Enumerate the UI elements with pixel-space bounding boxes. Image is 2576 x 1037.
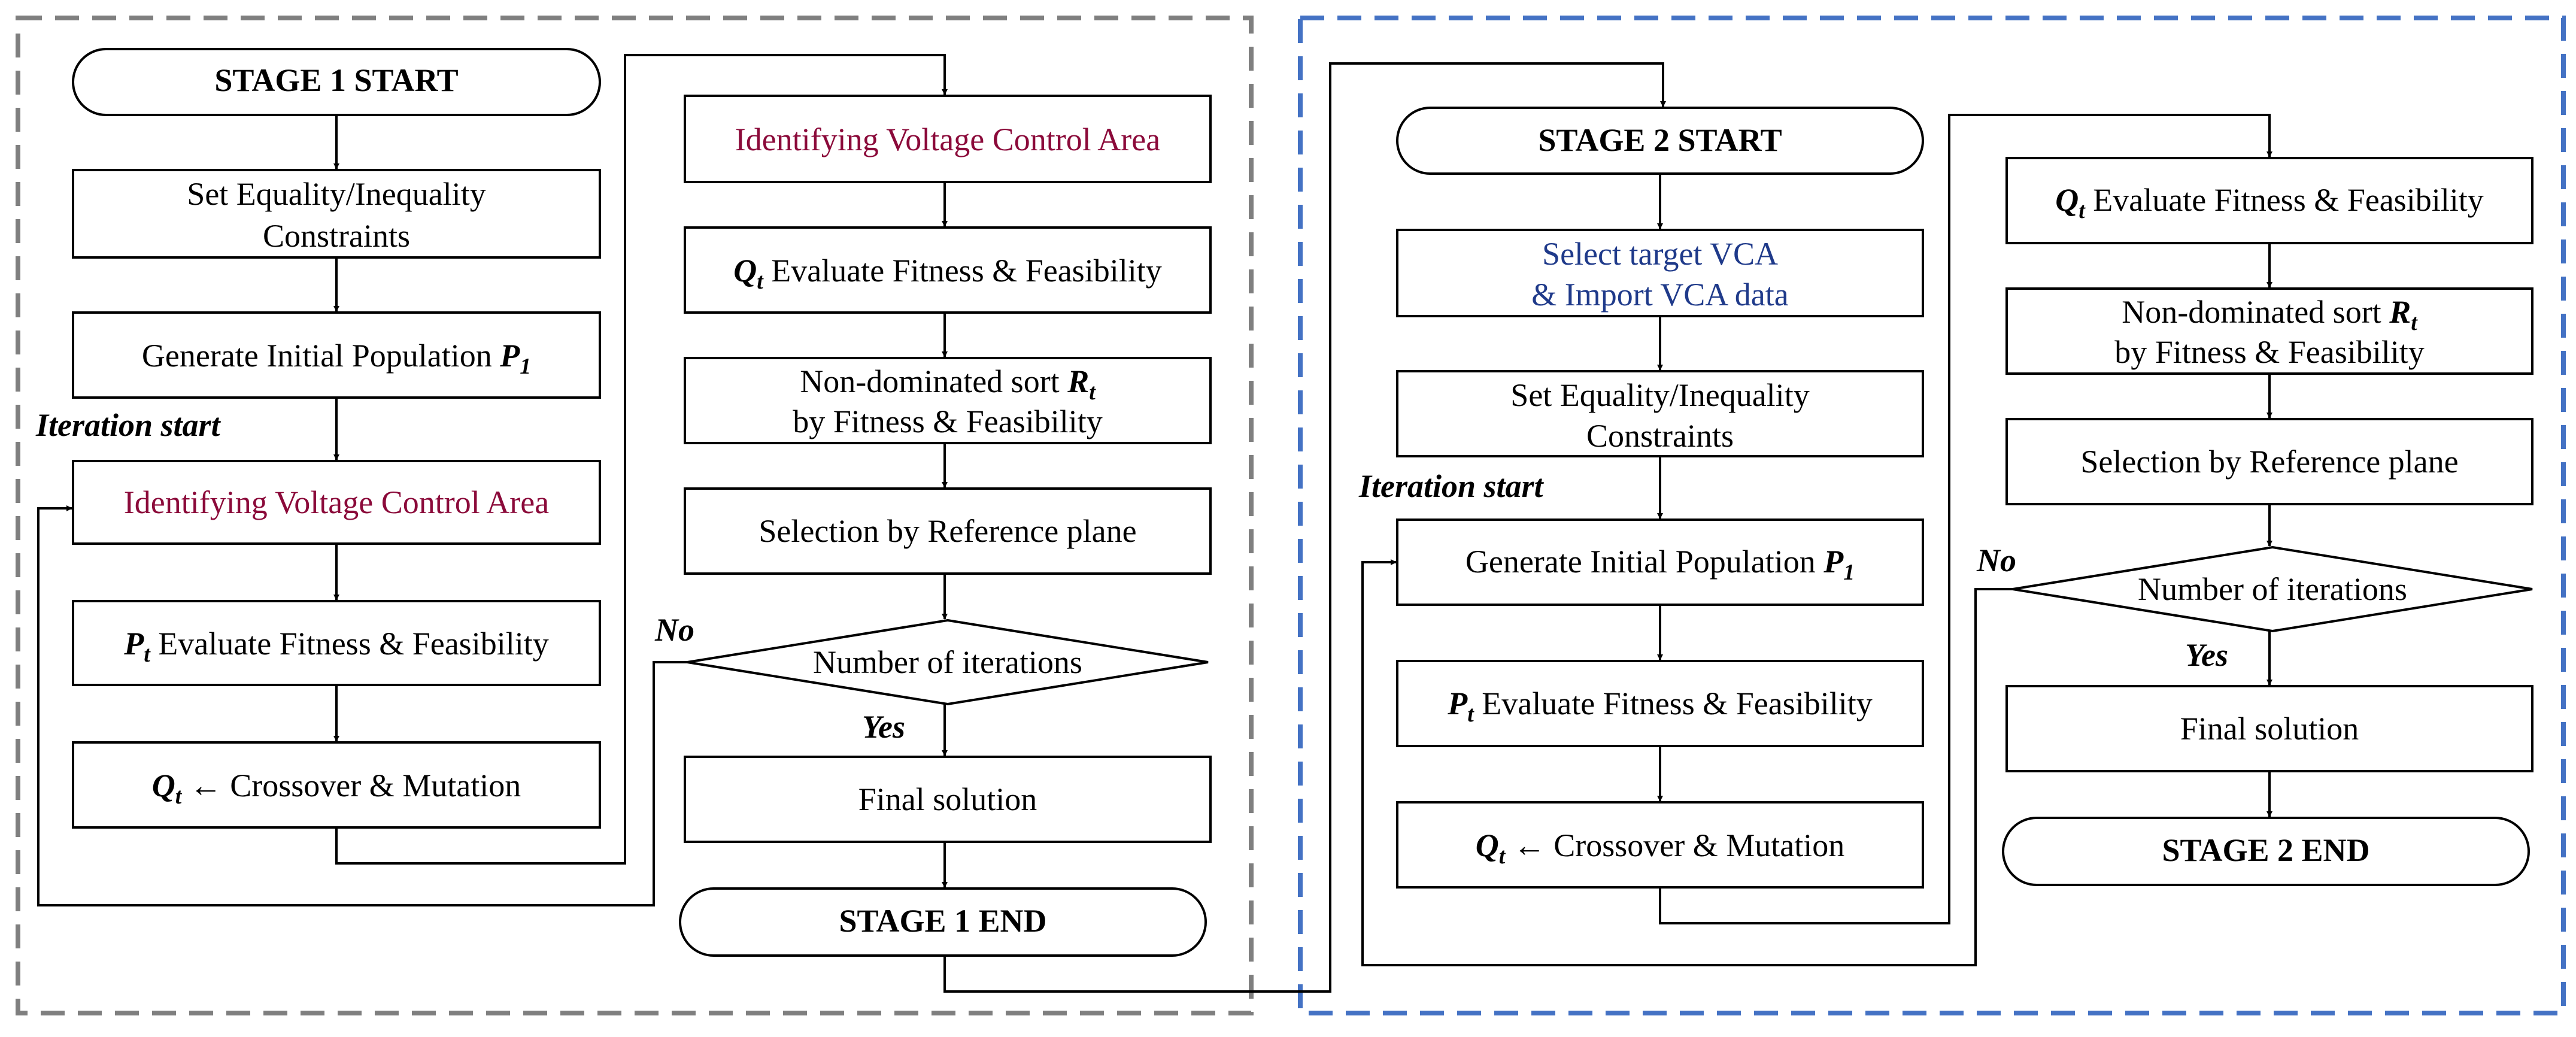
stage2-decision-label: Number of iterations: [2138, 571, 2407, 607]
stage1-set-constraints-box: [72, 169, 601, 259]
stage2-qt-evaluate-box: [2005, 157, 2533, 244]
stage2-set-constraints-box: [1396, 370, 1924, 457]
stage1-identify-vca-left-box: [72, 460, 601, 545]
stage1-identify-vca-right-box: [684, 95, 1212, 183]
stage1-selection-box: [684, 487, 1212, 575]
stage2-select-vca-line1: Select target VCA: [1542, 236, 1778, 272]
stage1-decision-label: Number of iterations: [813, 644, 1082, 680]
stage2-no-label: No: [1976, 542, 2016, 578]
stage1-connectors: [37, 54, 1666, 993]
stage1-final-solution-box: [684, 756, 1212, 843]
stage2-end-terminator: [2002, 817, 2530, 886]
stage1-nondominated-sort-line1: Non-dominated sort Rt: [800, 363, 1096, 405]
stage2-selection-label: Selection by Reference plane: [2080, 444, 2458, 480]
stage2-yes-label: Yes: [2185, 637, 2228, 673]
stage1-set-constraints-line2: Constraints: [263, 218, 410, 254]
stage2-final-solution-box: [2005, 685, 2533, 772]
stage1-identify-vca-left-label: Identifying Voltage Control Area: [124, 484, 549, 520]
stage1-end-terminator: [679, 887, 1207, 957]
stage1-iteration-start-label: Iteration start: [35, 407, 222, 443]
stage2-select-vca-box: [1396, 229, 1924, 317]
stage2-nondominated-sort-box: [2005, 287, 2533, 375]
stage1-start-label: STAGE 1 START: [214, 62, 458, 98]
stage2-nondominated-sort-line2: by Fitness & Feasibility: [2114, 334, 2425, 370]
stage1-qt-crossover-box: [72, 741, 601, 829]
stage2-set-constraints-line1: Set Equality/Inequality: [1510, 377, 1809, 413]
stage2-select-vca-line2: & Import VCA data: [1531, 277, 1789, 313]
stage2-end-label: STAGE 2 END: [2162, 832, 2369, 868]
stage2-selection-box: [2005, 418, 2533, 505]
stage1-qt-crossover-label: Qt ← Crossover & Mutation: [152, 768, 521, 809]
stage1-qt-evaluate-box: [684, 226, 1212, 314]
stage2-final-solution-label: Final solution: [2180, 711, 2359, 747]
stage2-generate-population-box: [1396, 518, 1924, 606]
stage2-pt-evaluate-label: Pt Evaluate Fitness & Feasibility: [1447, 686, 1872, 727]
stage1-nondominated-sort-box: [684, 357, 1212, 444]
stage1-qt-evaluate-label: Qt Evaluate Fitness & Feasibility: [733, 253, 1161, 294]
stage2-iteration-start-label: Iteration start: [1358, 468, 1545, 504]
stage1-no-label: No: [654, 612, 694, 648]
stage2-start-label: STAGE 2 START: [1538, 122, 1782, 158]
stage1-set-constraints-line1: Set Equality/Inequality: [187, 176, 486, 212]
stage2-connectors: [1361, 114, 2272, 966]
stage2-generate-population-label: Generate Initial Population P1: [1466, 544, 1855, 585]
stage1-pt-evaluate-label: Pt Evaluate Fitness & Feasibility: [123, 626, 548, 667]
stage1-selection-label: Selection by Reference plane: [758, 513, 1136, 549]
stage1-generate-population-label: Generate Initial Population P1: [142, 338, 531, 379]
stage2-pt-evaluate-box: [1396, 660, 1924, 747]
stage1-end-label: STAGE 1 END: [839, 903, 1046, 939]
stage1-nondominated-sort-line2: by Fitness & Feasibility: [793, 404, 1103, 439]
stage2-set-constraints-line2: Constraints: [1586, 418, 1734, 454]
stage1-pt-evaluate-box: [72, 600, 601, 686]
stage1-container: [16, 16, 1254, 1015]
stage1-decision-diamond: [687, 618, 1209, 706]
stage1-identify-vca-right-label: Identifying Voltage Control Area: [735, 122, 1160, 157]
stage2-qt-crossover-box: [1396, 801, 1924, 889]
stage1-yes-label: Yes: [862, 709, 905, 745]
stage2-decision-diamond: [2012, 545, 2533, 633]
stage2-qt-evaluate-label: Qt Evaluate Fitness & Feasibility: [2055, 182, 2483, 223]
stage1-final-solution-label: Final solution: [858, 781, 1037, 817]
stage2-container: [1298, 16, 2566, 1015]
stage2-nondominated-sort-line1: Non-dominated sort Rt: [2122, 294, 2418, 335]
stage2-qt-crossover-label: Qt ← Crossover & Mutation: [1476, 827, 1845, 869]
